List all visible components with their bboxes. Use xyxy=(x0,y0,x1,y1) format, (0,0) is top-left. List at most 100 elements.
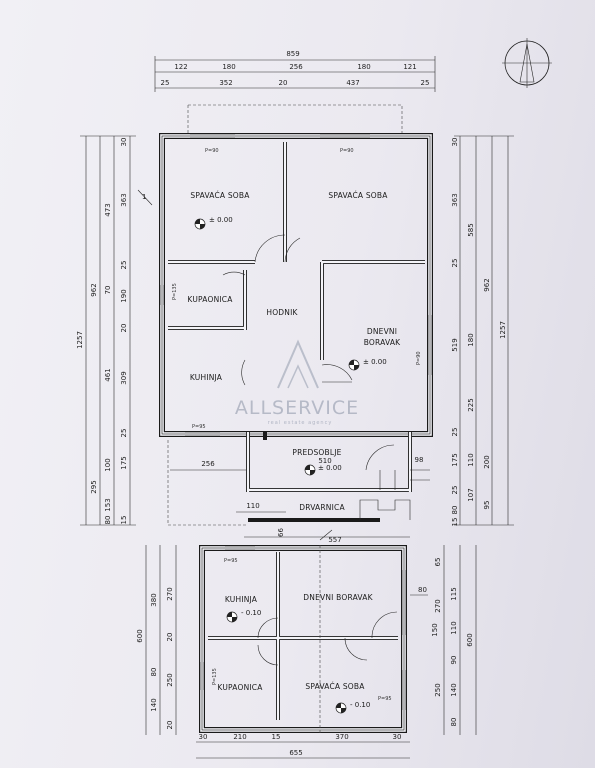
lower-misc-1: 80 xyxy=(418,586,427,594)
dim-left-in-9: 15 xyxy=(120,516,128,525)
room-label-kitchen: KUHINJA xyxy=(190,373,223,382)
level-value-3: ± 0.00 xyxy=(318,464,342,472)
level-marker-icon xyxy=(335,702,347,714)
dim-right-in-8: 25 xyxy=(451,486,459,495)
lower-dim-left-mid-2: 80 xyxy=(150,668,158,677)
dim-left-in-4: 190 xyxy=(120,289,128,302)
lower-dim-bottom-4: 370 xyxy=(335,733,348,741)
dim-left-inner-2: 70 xyxy=(104,286,112,295)
level-marker-icon xyxy=(304,464,316,476)
dim-right-in-10: 80 xyxy=(451,506,459,515)
dim-misc-1: 256 xyxy=(201,460,215,468)
lower-dim-left-in-3: 250 xyxy=(166,673,174,686)
lower-window-label-1: P=95 xyxy=(224,558,238,564)
level-marker-icon xyxy=(226,611,238,623)
lower-dim-left-in-4: 20 xyxy=(166,721,174,730)
lower-dim-right-in-1: 65 xyxy=(434,558,442,567)
lower-dim-right-in-6: 80 xyxy=(450,718,458,727)
lower-dim-right-mid-2: 250 xyxy=(434,683,442,696)
dim-left-in-5: 20 xyxy=(120,324,128,333)
dim-left-in-2: 363 xyxy=(120,193,128,206)
dim-top-2: 180 xyxy=(222,63,235,71)
window-label-1: P=90 xyxy=(205,148,219,154)
dim-right-inner-1: 585 xyxy=(467,223,475,236)
level-marker-icon xyxy=(348,359,360,371)
dim-right-inner-4: 200 xyxy=(483,455,491,468)
dim-top-1: 122 xyxy=(174,63,187,71)
lower-misc-2: 150 xyxy=(431,623,439,636)
room-label-living-room: DNEVNI xyxy=(367,327,397,336)
watermark-logo xyxy=(277,339,319,389)
dim-right-in-3: 25 xyxy=(451,259,459,268)
dim-left-in-3: 25 xyxy=(120,261,128,270)
room-label-bathroom: KUPAONICA xyxy=(187,295,233,304)
dim-misc-4: 98 xyxy=(415,456,424,464)
dim-misc-5: 66 xyxy=(277,528,285,537)
lower-dim-left-in-1: 270 xyxy=(166,587,174,600)
dim-right-inner-5: 95 xyxy=(483,501,491,510)
dim-left-mid-2: 295 xyxy=(90,480,98,493)
dim-lower-top: 557 xyxy=(328,536,341,544)
lower-room-bedroom: SPAVAĆA SOBA xyxy=(305,682,365,691)
dim-right-in-6: 25 xyxy=(451,428,459,437)
lower-dim-bottom-3: 15 xyxy=(272,733,281,741)
dim-left-outer: 1257 xyxy=(76,331,84,349)
lower-dim-left-mid-1: 380 xyxy=(150,593,158,606)
room-label-entrance: PREDSOBLJE xyxy=(292,448,341,457)
dim-right-inner-3: 110 xyxy=(467,453,475,466)
watermark-brand: ALLSERVICE xyxy=(235,397,359,419)
dim-misc-3: 110 xyxy=(246,502,259,510)
watermark-sub: real estate agency xyxy=(268,420,333,426)
lower-dim-bottom-2: 210 xyxy=(233,733,246,741)
dim-left-inner-4: 100 xyxy=(104,458,112,471)
dim-top-5: 121 xyxy=(403,63,416,71)
window-label-4: P=90 xyxy=(416,351,422,365)
room-label-bedroom-2: SPAVAĆA SOBA xyxy=(328,191,388,200)
lower-level-1: - 0.10 xyxy=(241,609,261,617)
window-label-2: P=90 xyxy=(340,148,354,154)
dim-right-in-2: 363 xyxy=(451,193,459,206)
dim-left-mid-1: 962 xyxy=(90,283,98,296)
lower-room-bathroom: KUPAONICA xyxy=(217,683,263,692)
room-label-living-room-2: BORAVAK xyxy=(364,338,401,347)
lower-dim-right-in-4: 90 xyxy=(450,656,458,665)
dim-top-total: 859 xyxy=(286,50,299,58)
dim-left-inner-1: 473 xyxy=(104,203,112,216)
window-label-5: P=95 xyxy=(192,424,206,430)
lower-dim-bottom-5: 30 xyxy=(393,733,402,741)
dim-left-in-7: 25 xyxy=(120,429,128,438)
dim-left-in-1: 30 xyxy=(120,138,128,147)
dim-top-r2-5: 25 xyxy=(421,79,430,87)
north-arrow-icon xyxy=(502,38,552,88)
dim-right-in-1: 30 xyxy=(451,138,459,147)
room-label-bedroom-1: SPAVAĆA SOBA xyxy=(190,191,250,200)
lower-dim-left-mid-3: 140 xyxy=(150,698,158,711)
dim-left-inner-3: 461 xyxy=(104,368,112,381)
dim-right-in-7: 175 xyxy=(451,453,459,466)
lower-window-label-2: P=135 xyxy=(212,668,218,685)
dim-left-in-6: 309 xyxy=(120,371,128,384)
level-value-2: ± 0.00 xyxy=(363,358,387,366)
lower-dim-bottom-total: 655 xyxy=(289,749,302,757)
level-marker-icon xyxy=(194,218,206,230)
window-label-3: P=135 xyxy=(172,283,178,300)
dim-right-in-5: 225 xyxy=(467,398,475,411)
dim-left-in-8: 175 xyxy=(120,456,128,469)
dim-top-r2-3: 20 xyxy=(279,79,288,87)
lower-level-2: - 0.10 xyxy=(350,701,370,709)
lower-dim-right-in-5: 140 xyxy=(450,683,458,696)
dim-left-inner-5: 153 xyxy=(104,498,112,511)
dim-right-inner-2: 519 xyxy=(451,338,459,351)
dim-top-r2-4: 437 xyxy=(346,79,359,87)
dim-right-in-11: 15 xyxy=(451,518,459,527)
lower-dim-right-in-3: 110 xyxy=(450,621,458,634)
room-label-woodshed: DRVARNICA xyxy=(299,503,345,512)
lower-dim-right-outer: 600 xyxy=(466,633,474,646)
dim-top-r2-1: 25 xyxy=(161,79,170,87)
dim-misc-2: 510 xyxy=(318,457,331,465)
lower-dim-left-in-2: 20 xyxy=(166,633,174,642)
dim-top-3: 256 xyxy=(289,63,303,71)
lower-room-kitchen: KUHINJA xyxy=(225,595,258,604)
room-label-hallway: HODNIK xyxy=(266,308,298,317)
